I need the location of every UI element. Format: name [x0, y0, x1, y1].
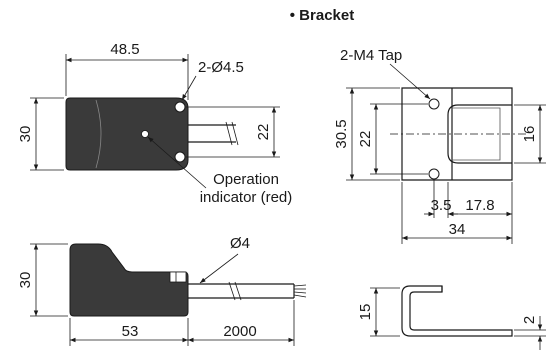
label-cable-dia: Ø4 — [230, 235, 250, 252]
dim-side-length: 53 — [122, 323, 139, 340]
dim-front-width: 48.5 — [110, 41, 139, 58]
bracket-side-view: 15 2 — [357, 285, 546, 350]
dim-slot-length: 17.8 — [465, 197, 494, 214]
label-holes: 2-Ø4.5 — [198, 59, 244, 76]
bracket-profile — [401, 285, 513, 337]
label-tap: 2-M4 Tap — [340, 47, 402, 64]
dim-bracket-thickness: 2 — [521, 316, 538, 324]
dim-bracket-pitch: 22 — [357, 131, 374, 148]
dim-slot-width: 16 — [521, 126, 538, 143]
dim-bracket-height: 30.5 — [333, 119, 350, 148]
mount-hole-top — [174, 101, 186, 113]
tap-hole-bottom — [428, 168, 440, 180]
dim-offset: 3.5 — [431, 197, 452, 214]
dim-bracket-width: 34 — [449, 221, 466, 238]
tap-hole-top — [428, 98, 440, 110]
dim-front-height: 30 — [17, 126, 34, 143]
label-indicator-1: Operation — [213, 171, 279, 188]
dim-bracket-side-height: 15 — [357, 304, 374, 321]
bracket-top-view: 2-M4 Tap 30.5 22 16 3.5 17.8 34 — [333, 47, 546, 244]
front-view: 48.5 30 2-Ø4.5 22 Operation indicator (r… — [17, 41, 292, 206]
dim-cable-length: 2000 — [223, 323, 256, 340]
label-indicator-2: indicator (red) — [200, 189, 293, 206]
title: • Bracket — [290, 7, 354, 24]
bracket-outline — [401, 87, 513, 181]
operation-indicator — [141, 130, 149, 138]
side-view: 30 Ø4 53 2000 — [17, 235, 307, 346]
dim-front-pitch: 22 — [255, 124, 272, 141]
dim-side-height: 30 — [17, 272, 34, 289]
sensor-body-front — [65, 97, 189, 171]
mount-hole-bottom — [174, 151, 186, 163]
